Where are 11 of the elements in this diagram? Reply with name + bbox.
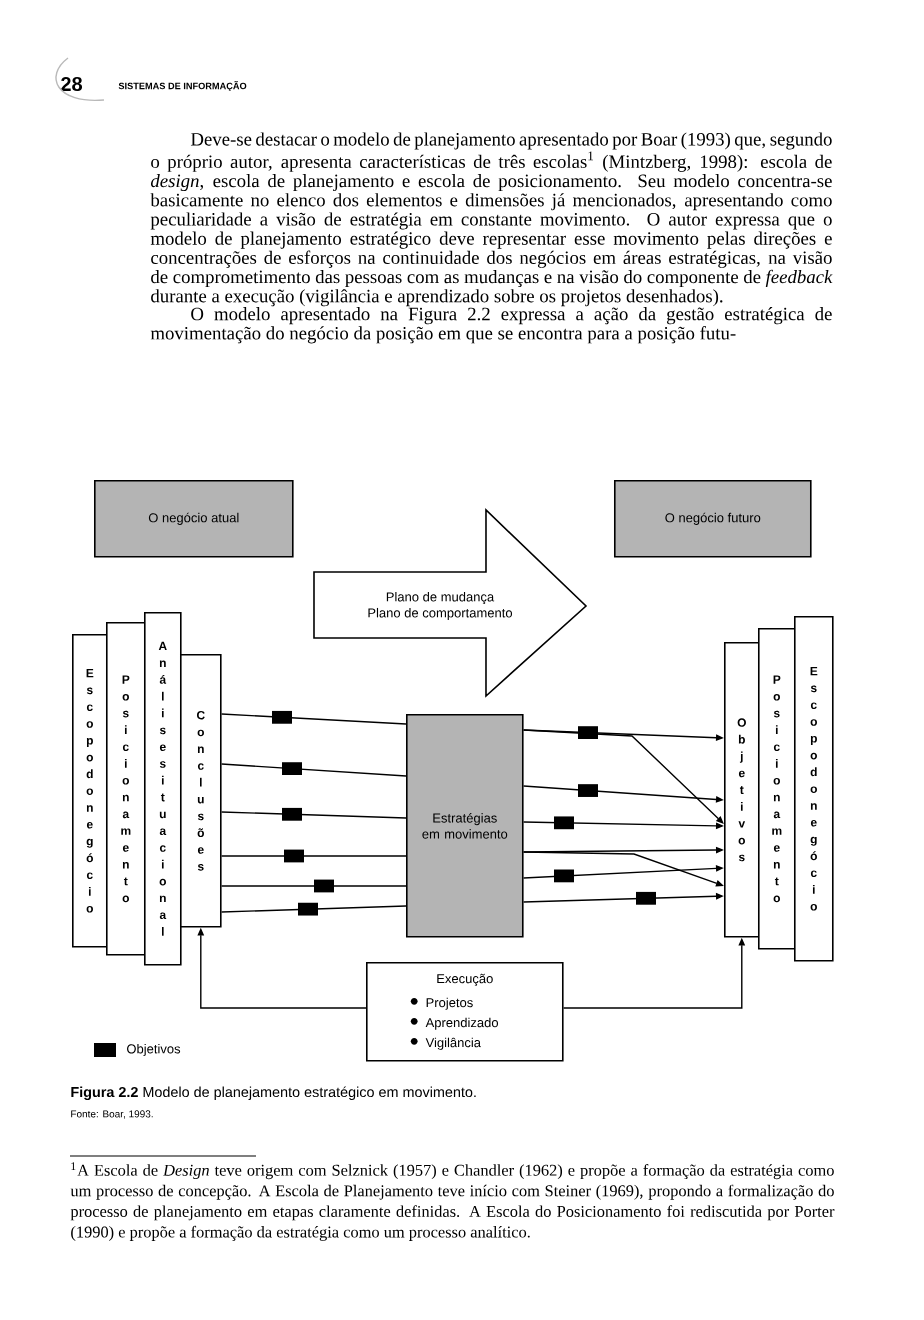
connector	[220, 905, 407, 913]
footnote: $^{1}$A Escola de Design teve origem com Selznick (1957) e Chandler (1962) e propõe a formação da estratégia como um processo de concepção. A Escola de Planejamento teve início com Steiner (1969), propondo a formalização do processo de planejamento em etapas claramente definidas. A Escola do Posicionamento foi rediscutida por Porter (1990) e propõe a formação da estratégia como um processo analítico.	[70, 1162, 835, 1241]
body-paragraph: Deve-se destacar o modelo de planejamento apresentado por Boar (1993) que, segundo o próprio autor, apresenta características de três escolas$^{1}$ (Mintzberg, 1998): escola de design, escola de planejamento e escola de posicionamento. Seu modelo concentra-se basicamente no elenco dos elementos e dimensões já mencionados, apresentando como peculiaridade a visão de estratégia em constante movimento. O autor expressa que o modelo de planejamento estratégico deve representar esse movimento pelas direções e concentrações de esforços na continuidade dos negócios em áreas estratégicas, na visão de comprometimento das pessoas com as mudanças e na visão do componente de feedback durante a execução (vigilância e aprendizado sobre os projetos desenhados).	[150, 132, 833, 307]
connector	[220, 811, 407, 819]
connector	[220, 763, 407, 777]
connector	[220, 885, 407, 887]
page-number: 28	[61, 76, 83, 92]
connector	[220, 713, 407, 725]
connector	[220, 855, 407, 857]
connector	[522, 729, 724, 824]
body-paragraph: O modelo apresentado na Figura 2.2 expressa a ação da gestão estratégica de movimentação do negócio da posição em que se encontra para a posição futu-	[150, 307, 832, 344]
